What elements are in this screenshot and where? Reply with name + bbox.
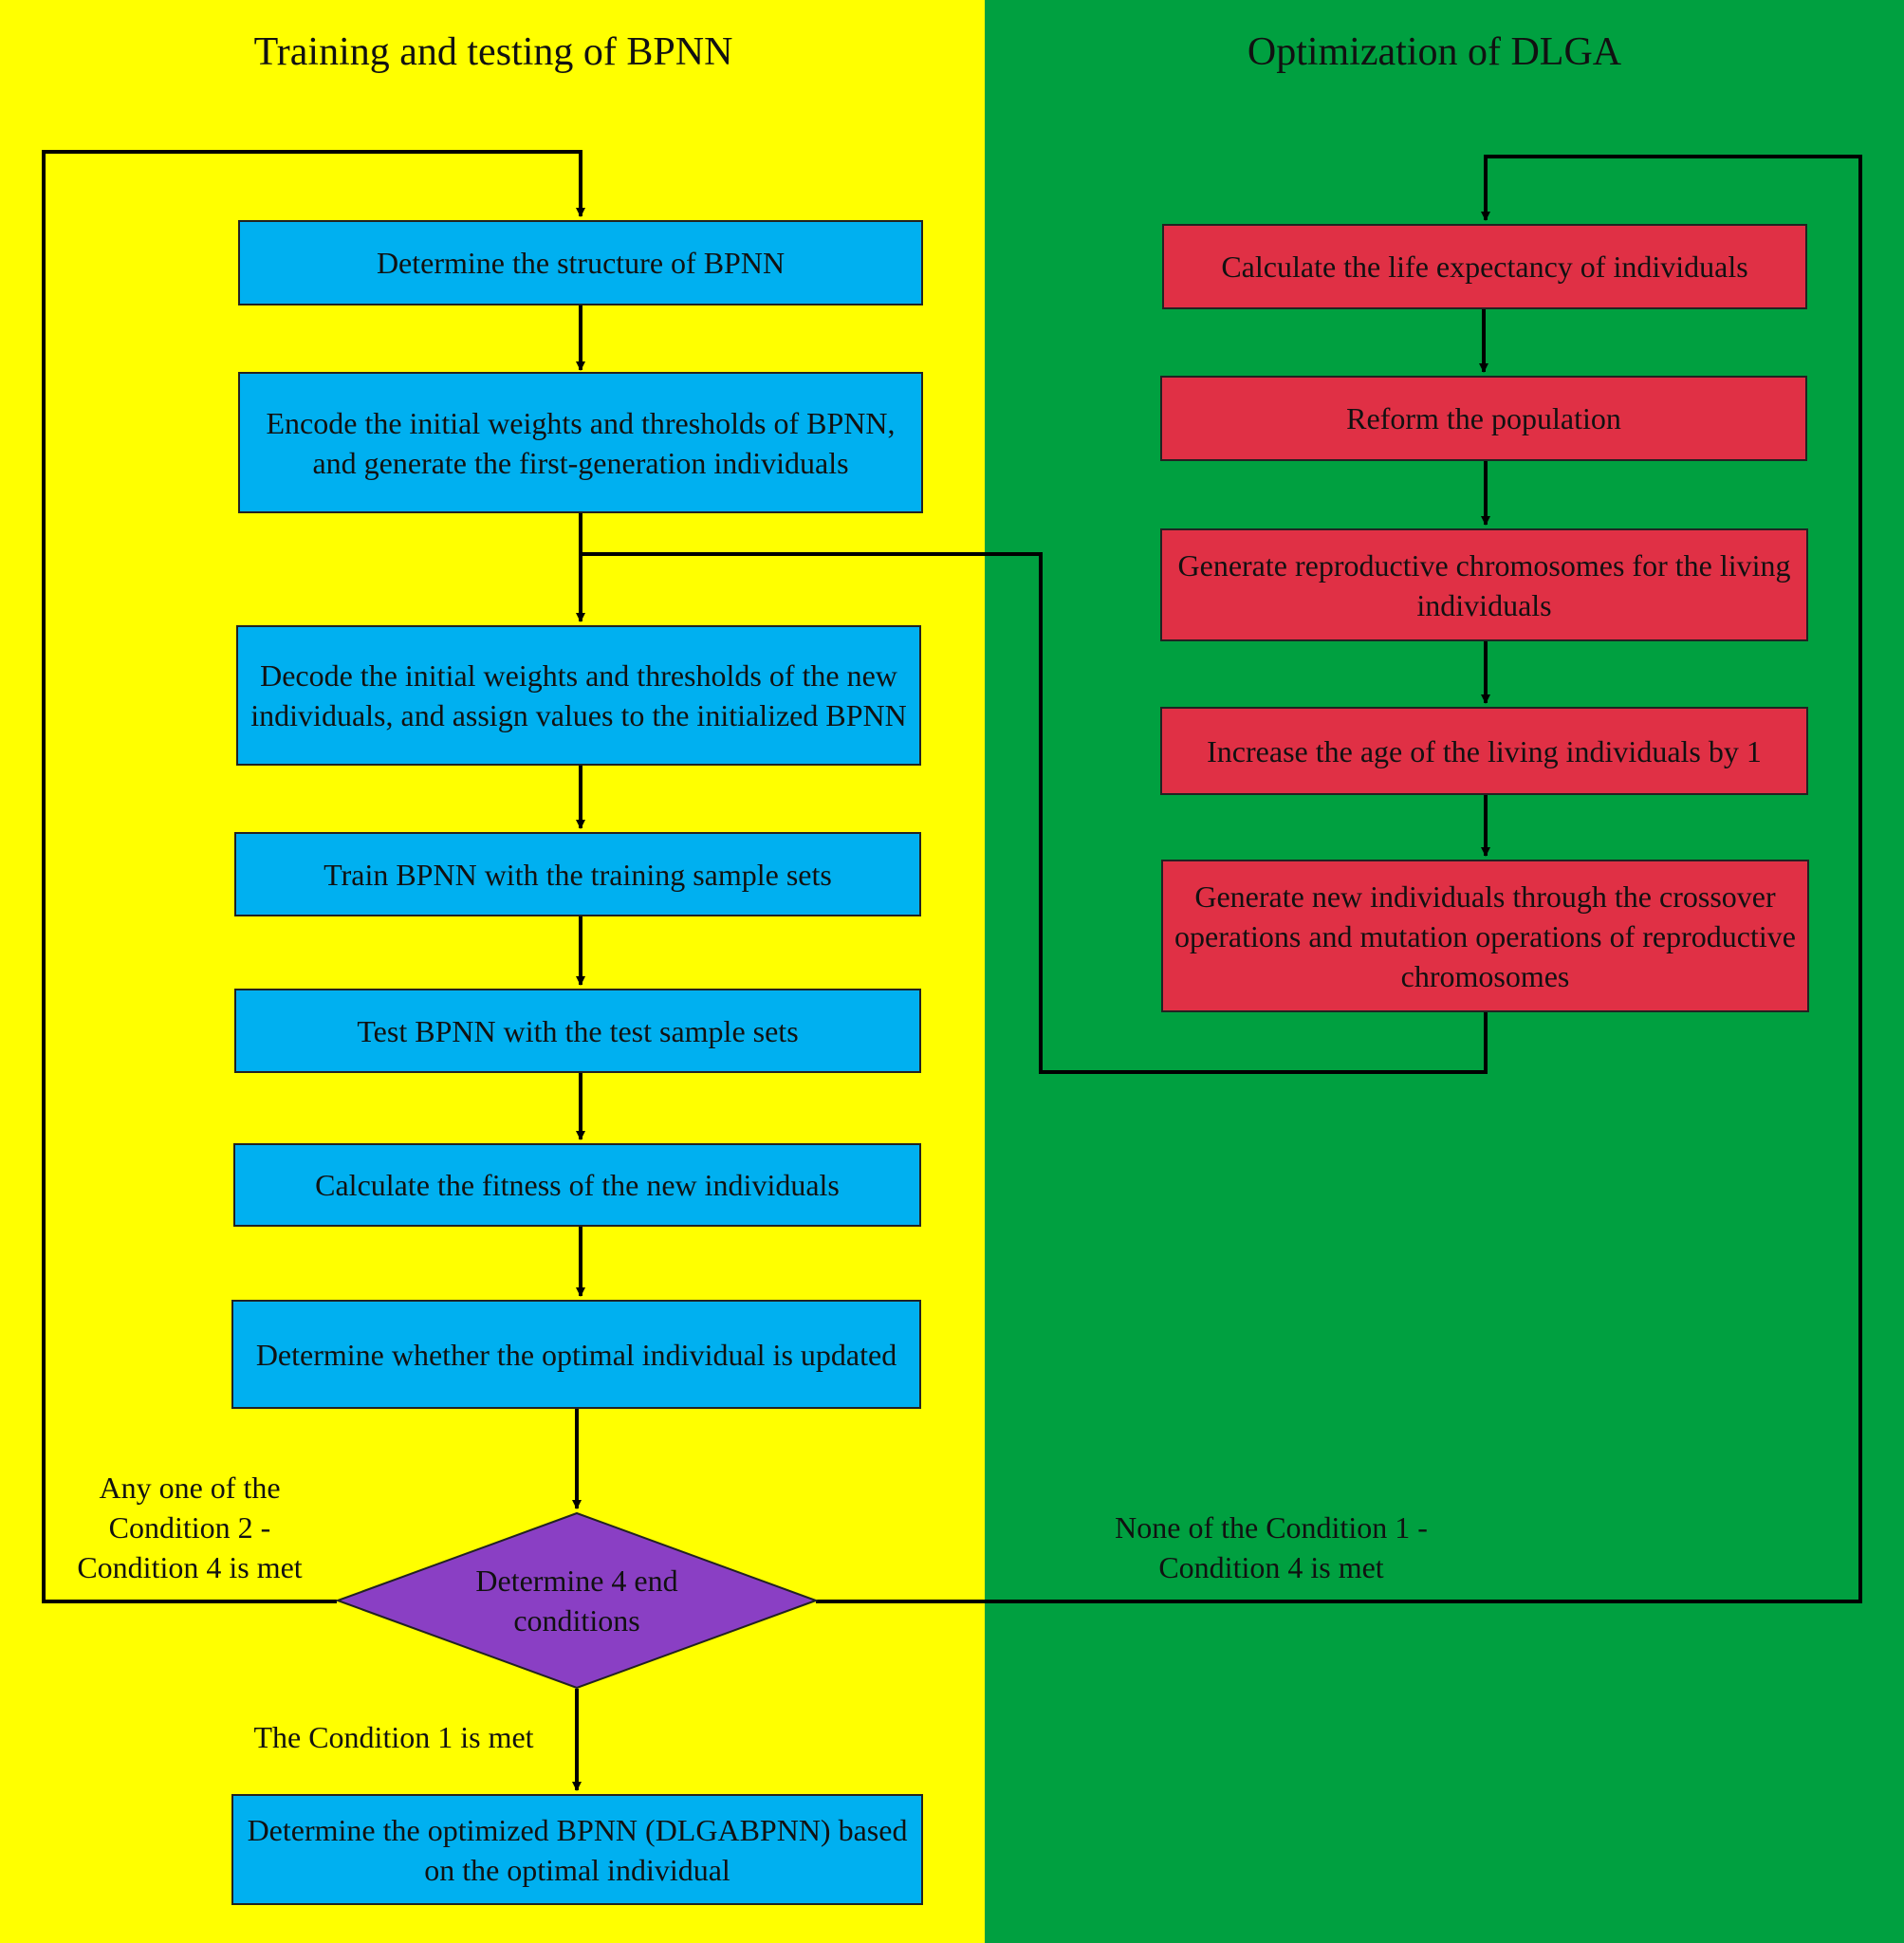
label-down: The Condition 1 is met [253, 1720, 534, 1754]
step-train-bpnn: Train BPNN with the training sample sets [234, 832, 921, 916]
dlga-reform-population: Reform the population [1160, 376, 1807, 461]
step-test-bpnn: Test BPNN with the test sample sets [234, 989, 921, 1073]
step-calculate-fitness: Calculate the fitness of the new individ… [233, 1143, 921, 1227]
left-lane-title: Training and testing of BPNN [253, 30, 733, 74]
step-final-optimized-bpnn: Determine the optimized BPNN (DLGABPNN) … [231, 1794, 923, 1905]
step-encode-weights: Encode the initial weights and threshold… [238, 372, 923, 513]
right-lane-title: Optimization of DLGA [1247, 30, 1622, 74]
dlga-reproductive-chromosomes: Generate reproductive chromosomes for th… [1160, 528, 1808, 641]
step-check-optimal: Determine whether the optimal individual… [231, 1300, 921, 1409]
dlga-increase-age: Increase the age of the living individua… [1160, 707, 1808, 795]
decision-diamond [336, 1511, 818, 1690]
decision-label: Determine 4 end conditions [475, 1564, 678, 1638]
label-left-loop: Any one of the Condition 2 - Condition 4… [77, 1471, 303, 1584]
label-right-loop: None of the Condition 1 - Condition 4 is… [1115, 1510, 1428, 1584]
loop-left [42, 150, 585, 1603]
dlga-life-expectancy: Calculate the life expectancy of individ… [1162, 224, 1807, 309]
loop-dlga-return [581, 552, 1488, 1074]
step-decode-weights: Decode the initial weights and threshold… [236, 625, 921, 766]
dlga-new-individuals: Generate new individuals through the cro… [1161, 860, 1809, 1012]
loop-right [816, 155, 1862, 1603]
step-determine-structure: Determine the structure of BPNN [238, 220, 923, 305]
